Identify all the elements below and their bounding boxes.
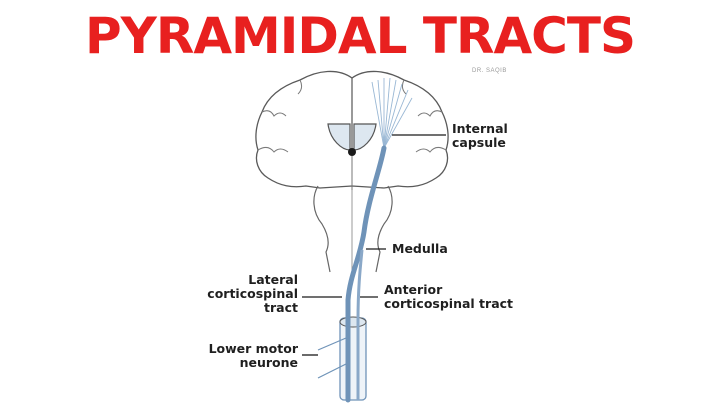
corticospinal-tract bbox=[345, 145, 387, 403]
label-lower-motor-neurone: Lower motor neurone bbox=[208, 341, 298, 370]
corona-radiata-fibers bbox=[371, 77, 413, 149]
label-anterior-corticospinal-tract: Anterior corticospinal tract bbox=[384, 282, 514, 311]
label-internal-capsule: Internal capsule bbox=[452, 121, 508, 150]
third-ventricle-dot bbox=[348, 148, 356, 156]
leader-lines bbox=[302, 134, 446, 356]
label-lateral-corticospinal-tract: Lateral corticospinal tract bbox=[207, 272, 298, 315]
author-credit: DR. SAQIB bbox=[472, 68, 507, 74]
brainstem-outline bbox=[313, 185, 393, 273]
label-medulla: Medulla bbox=[392, 241, 448, 256]
page-title: PYRAMIDAL TRACTS bbox=[85, 7, 636, 65]
anterior-tract-branch bbox=[356, 249, 364, 400]
nerve-root-2 bbox=[317, 363, 347, 379]
nerve-root-1 bbox=[317, 337, 347, 351]
